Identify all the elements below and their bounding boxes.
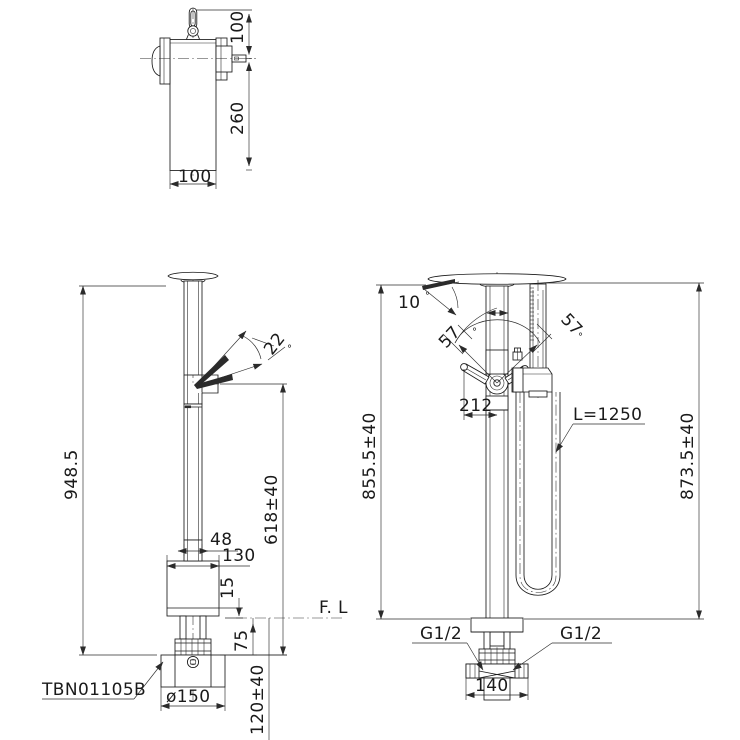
left-dim-618: 618±40 — [220, 383, 287, 656]
plan-dim-260-label: 260 — [228, 101, 248, 135]
left-dim-15-label: 15 — [218, 577, 238, 599]
left-dim-948-5: 948.5 — [62, 285, 166, 656]
left-dim-130: 130 — [166, 546, 256, 569]
plan-dim-100-upper-label: 100 — [228, 10, 248, 44]
plan-body-outline — [169, 39, 217, 171]
hose-length-callout-group: L=1250 — [555, 405, 645, 453]
right-dim-212-label: 212 — [459, 396, 493, 416]
product-code-callout-group: TBN01105B — [41, 661, 164, 700]
inlet-thread-left-label: G1/2 — [420, 624, 462, 644]
plan-left-handle — [151, 37, 171, 85]
left-dim-75: 75 — [225, 618, 257, 656]
left-dim-48-label: 48 — [210, 530, 232, 550]
right-top-cap — [427, 273, 567, 288]
plan-top-ring — [185, 7, 201, 40]
left-dim-48: 48 — [177, 530, 238, 556]
left-dim-120-label: 120±40 — [248, 664, 268, 735]
plan-view-group: 100 260 100 — [140, 7, 256, 189]
plan-dim-100-upper: 100 — [196, 9, 252, 59]
right-left-lever — [460, 363, 490, 385]
right-valve-stem — [512, 347, 523, 361]
floor-line-left-label: F. L — [319, 598, 348, 618]
left-angle-22-degree-symbol: ° — [287, 344, 292, 355]
left-dim-120: 120±40 — [230, 618, 287, 740]
left-dim-75-label: 75 — [232, 630, 252, 652]
right-dim-855-5-label: 855.5±40 — [360, 412, 380, 500]
right-angle-57-left-label: 57 — [435, 322, 465, 352]
right-shower-hose — [515, 392, 561, 596]
right-dim-140: 140 — [465, 676, 529, 700]
inlet-thread-right-label: G1/2 — [560, 624, 602, 644]
right-wand-connector — [528, 390, 548, 398]
floor-line-left-group: F. L — [236, 598, 348, 619]
left-angle-22-label: 22 — [260, 329, 290, 359]
left-dim-diameter-150: ø150 — [160, 687, 226, 711]
right-angle-10-degree-symbol: ° — [425, 291, 430, 302]
left-upper-riser — [183, 280, 203, 376]
right-dim-212: 212 — [459, 369, 498, 420]
left-elevation-group: 22 ° F. L 948.5 618±40 48 — [41, 271, 348, 740]
left-dim-15: 15 — [218, 577, 243, 619]
right-riser-column — [485, 285, 509, 647]
left-base-plate — [160, 654, 226, 688]
hose-length-label: L=1250 — [573, 405, 642, 425]
right-dim-873-5-label: 873.5±40 — [678, 412, 698, 500]
inlet-thread-right-callout: G1/2 — [512, 624, 612, 671]
left-connector-assembly — [174, 638, 212, 656]
right-connector-assembly — [478, 648, 516, 665]
plan-dim-100-lower: 100 — [169, 167, 217, 189]
left-base-shroud — [166, 539, 220, 617]
left-dim-diameter-150-label: ø150 — [166, 687, 210, 707]
left-dim-130-label: 130 — [222, 546, 256, 566]
right-angle-10-callout: 10 ° — [398, 279, 460, 316]
left-dim-618-label: 618±40 — [262, 474, 282, 545]
right-base-shroud — [470, 617, 524, 633]
right-angle-10-label: 10 — [398, 293, 420, 313]
plan-dim-100-lower-label: 100 — [178, 167, 212, 187]
right-dim-855-5: 855.5±40 — [360, 284, 470, 620]
right-swing-arc — [454, 319, 541, 344]
product-code-label: TBN01105B — [41, 680, 146, 700]
inlet-thread-left-callout: G1/2 — [412, 624, 484, 671]
right-angle-57-left-degree-symbol: ° — [472, 327, 477, 338]
right-angle-57-right-degree-symbol: ° — [578, 332, 583, 343]
right-dim-873-5: 873.5±40 — [524, 282, 704, 620]
left-lower-riser — [183, 403, 203, 541]
right-wand-bracket — [511, 367, 553, 393]
left-dim-948-5-label: 948.5 — [62, 449, 82, 500]
plan-dim-260: 260 — [228, 62, 252, 171]
wand-grip-texture — [530, 287, 534, 341]
left-top-cap — [167, 271, 219, 284]
right-elevation-group: 10 ° 57 ° 57 ° 212 — [360, 272, 704, 701]
right-dim-140-label: 140 — [475, 676, 509, 696]
